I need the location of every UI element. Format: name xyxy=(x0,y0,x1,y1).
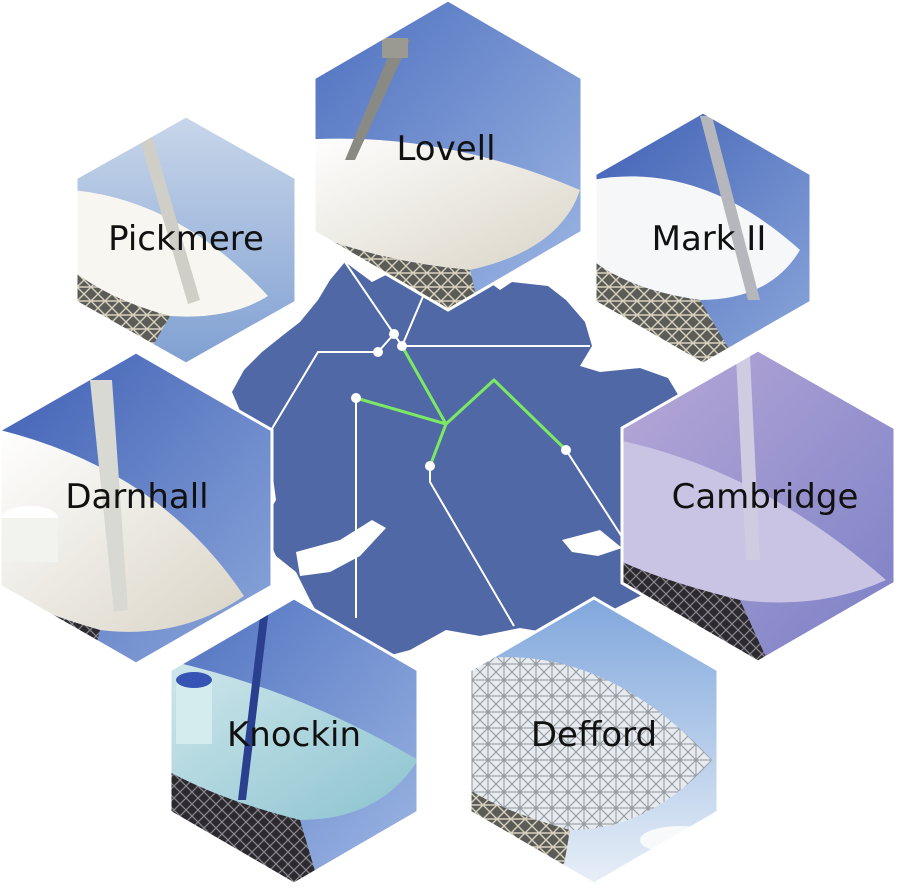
telescope-label-knockin: Knockin xyxy=(227,715,361,755)
map-landmass xyxy=(232,262,712,660)
fibre-link xyxy=(565,449,625,541)
network-node xyxy=(397,341,407,351)
telescope-label-cambridge: Cambridge xyxy=(672,477,859,517)
uk-map xyxy=(232,262,712,660)
network-node xyxy=(425,461,435,471)
highlight-link xyxy=(444,378,568,452)
fibre-link xyxy=(269,351,378,433)
telescope-tile-mark-ii[interactable]: Mark II xyxy=(590,110,816,368)
network-node xyxy=(351,393,361,403)
map-estuary xyxy=(562,530,622,556)
network-node xyxy=(373,347,383,357)
telescope-tile-pickmere[interactable]: Pickmere xyxy=(72,112,300,368)
telescope-label-mark-ii: Mark II xyxy=(652,219,767,259)
telescope-tile-darnhall[interactable]: Darnhall xyxy=(0,348,276,668)
telescope-label-darnhall: Darnhall xyxy=(65,477,208,517)
telescope-label-defford: Defford xyxy=(531,715,657,755)
network-node xyxy=(561,445,571,455)
telescope-tile-defford[interactable]: Defford xyxy=(466,594,722,888)
telescope-tile-cambridge[interactable]: Cambridge xyxy=(618,346,900,666)
telescope-label-lovell: Lovell xyxy=(396,129,495,169)
map-channel-inlet xyxy=(296,520,386,576)
telescope-label-pickmere: Pickmere xyxy=(108,219,264,259)
network-node xyxy=(389,329,399,339)
fibre-link xyxy=(429,466,515,627)
highlight-link xyxy=(355,396,447,426)
